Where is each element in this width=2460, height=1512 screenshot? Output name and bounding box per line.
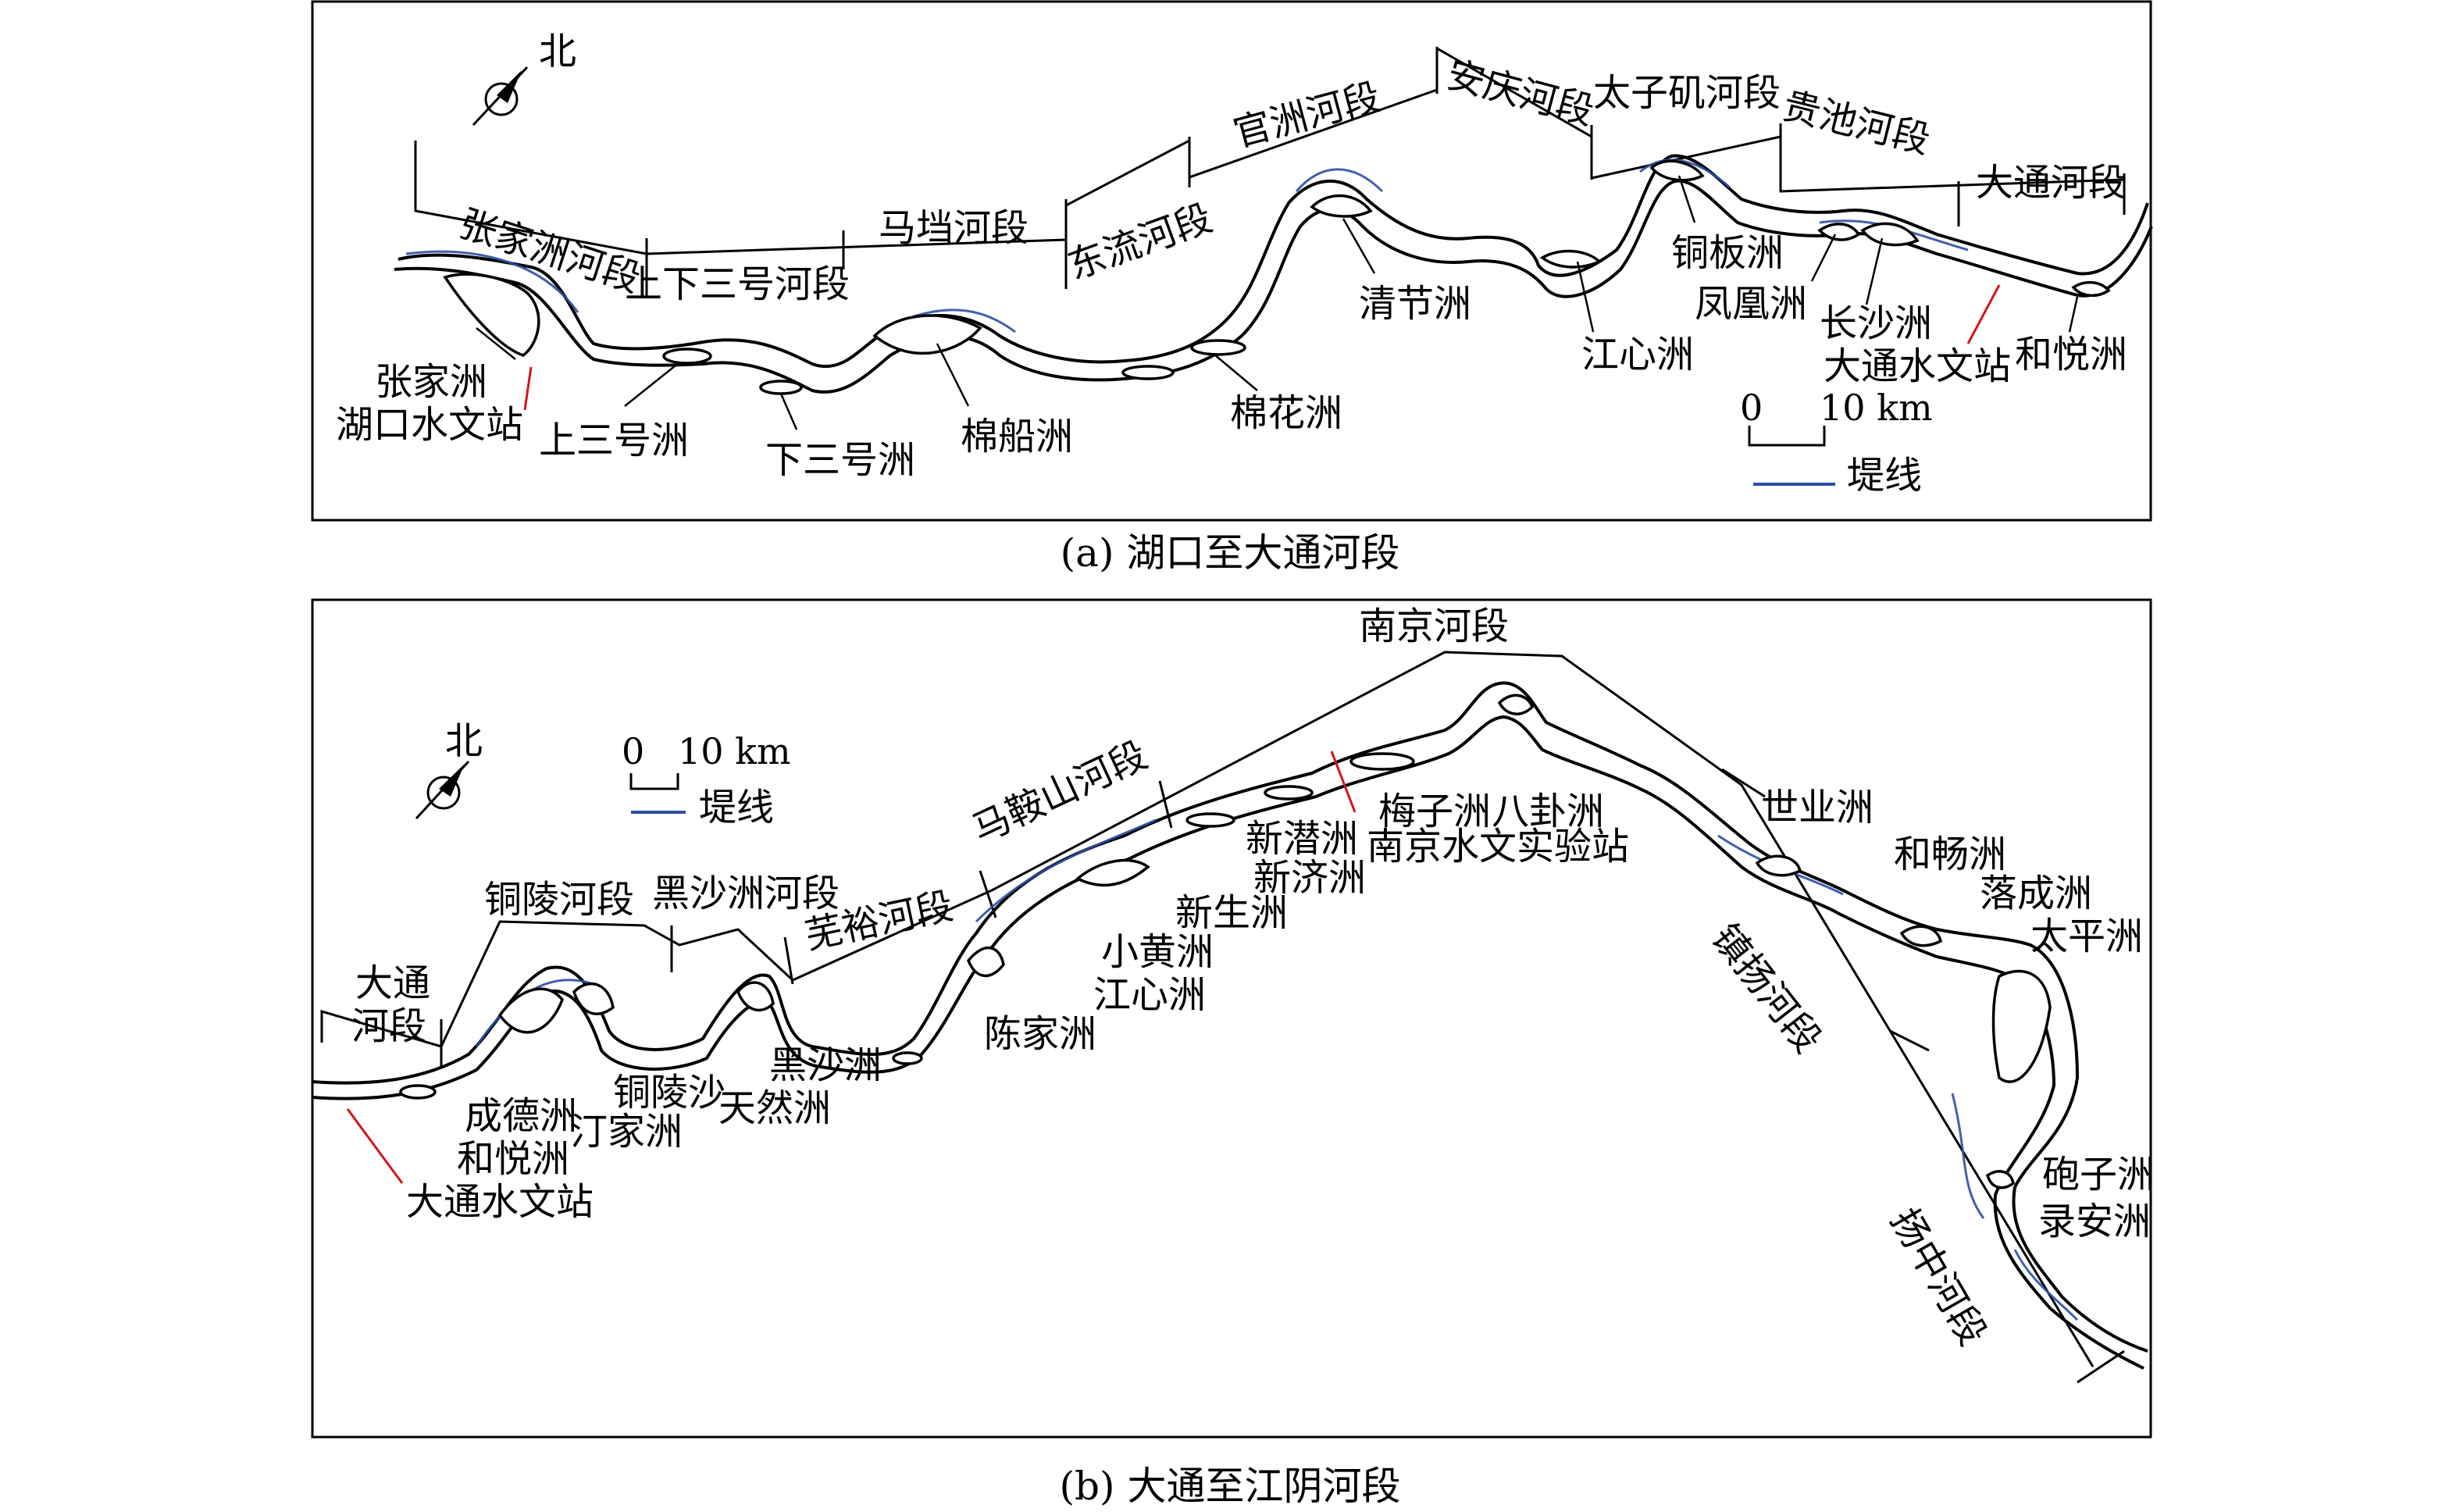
island-label-b-19: 砲子洲 (2042, 1153, 2155, 1196)
panel-b-frame (311, 598, 2152, 1439)
station-label-datong-a: 大通水文站 (1824, 344, 2011, 388)
island-label-a-2: 上三号洲 (539, 419, 689, 462)
island-label-b-1: 成德洲 (465, 1094, 577, 1138)
island-label-b-5: 天然洲 (718, 1086, 831, 1130)
island-label-b-16: 和畅洲 (1894, 833, 2006, 876)
panel-a: 北 (311, 0, 2153, 522)
island-label-b-12: 新潜洲 (1246, 817, 1358, 861)
panel-b: 北 0 10 km 堤线 (311, 598, 2155, 1439)
reach-label-b-3: 铜陵河段 (484, 878, 634, 922)
caption-b: (b) 大通至江阴河段 (1060, 1464, 1401, 1509)
reach-label-a-6: 安庆河段 (1442, 52, 1599, 134)
river-bank-north-b (312, 681, 2148, 1353)
svg-text:10 km: 10 km (678, 730, 791, 772)
island-label-b-7: 陈家洲 (984, 1012, 1096, 1056)
station-marker-datong-b (346, 1108, 404, 1184)
station-label-datong-b: 大通水文站 (406, 1180, 594, 1224)
island-label-a-1: 张家洲 (375, 360, 487, 404)
reach-label-b-7: 南京河段 (1359, 604, 1509, 648)
island-label-a-6: 清节洲 (1359, 282, 1471, 326)
panel-a-frame (311, 0, 2152, 522)
island-label-b-2: 和悦洲 (457, 1137, 569, 1181)
island-label-a-4: 棉船洲 (961, 415, 1073, 458)
reach-label-a-2: 上下三号河段 (625, 262, 850, 306)
island-label-a-8: 铜板洲 (1671, 231, 1784, 275)
legend-a: 堤线 (1753, 454, 1922, 497)
island-label-b-20: 录安洲 (2038, 1200, 2151, 1243)
island-label-b-18: 太平洲 (2030, 915, 2143, 958)
islands-b (399, 694, 2052, 1189)
island-label-b-4: 铜陵沙 (613, 1071, 726, 1114)
river-bank-north (398, 154, 2149, 369)
island-label-b-17: 落成洲 (1980, 872, 2092, 915)
legend-levee-label-b: 堤线 (699, 786, 774, 829)
station-label-nanjing: 南京水文实验站 (1367, 825, 1629, 868)
island-label-a-9: 凤凰洲 (1695, 282, 1807, 326)
island-label-b-6: 黑沙洲 (769, 1043, 882, 1087)
reach-ticks (645, 47, 2126, 297)
scale-bar-a: 0 10 km (1740, 387, 1933, 447)
north-label-b: 北 (445, 719, 483, 763)
island-label-a-7: 江心洲 (1581, 333, 1694, 376)
island-label-b-3: 汀家洲 (570, 1110, 683, 1154)
reach-label-a-3: 马垱河段 (879, 206, 1029, 250)
north-label: 北 (539, 30, 576, 73)
reach-label-a-4: 东流河段 (1062, 196, 1218, 288)
island-label-b-10: 新生洲 (1175, 891, 1288, 935)
island-label-b-11: 新济洲 (1253, 856, 1366, 900)
caption-a: (a) 湖口至大通河段 (1061, 530, 1400, 576)
island-label-a-5: 棉花洲 (1230, 391, 1342, 435)
svg-text:10 km: 10 km (1820, 387, 1933, 429)
reach-label-b-4: 黑沙洲河段 (652, 872, 840, 915)
svg-text:0: 0 (1740, 387, 1763, 429)
station-label-hukou: 湖口水文站 (336, 403, 523, 447)
reach-label-b-8: 镇扬河段 (1703, 916, 1830, 1061)
island-label-b-15: 世业洲 (1761, 786, 1874, 829)
island-label-b-9: 小黄洲 (1101, 930, 1214, 974)
scale-bar-b: 0 10 km (622, 730, 791, 790)
island-label-b-13: 梅子洲 (1378, 790, 1491, 833)
north-arrow-icon-b: 北 (415, 719, 483, 820)
leaders-a (476, 175, 2079, 430)
svg-text:0: 0 (622, 730, 644, 772)
island-label-b-8: 江心洲 (1093, 973, 1206, 1017)
levee-line-a (405, 159, 1969, 333)
reach-label-a-5: 官洲河段 (1229, 75, 1385, 156)
station-marker-nanjing (1330, 751, 1357, 813)
reach-label-a-9: 大通河段 (1976, 161, 2126, 205)
reach-label-b-2: 河段 (351, 1004, 426, 1048)
legend-b: 堤线 (631, 786, 774, 829)
legend-levee-label: 堤线 (1847, 454, 1922, 497)
islands-a (443, 159, 2111, 395)
reach-label-b-9: 扬中河段 (1882, 1201, 1995, 1353)
reach-label-b-1: 大通 (355, 961, 430, 1005)
island-label-a-3: 下三号洲 (765, 438, 915, 482)
reach-label-a-7: 太子矶河段 (1593, 71, 1781, 115)
north-arrow-icon: 北 (472, 30, 576, 127)
island-label-a-10: 长沙洲 (1820, 301, 1932, 345)
reach-label-a-8: 贵池河段 (1778, 84, 1934, 162)
island-label-a-11: 和悦洲 (2015, 333, 2127, 376)
island-label-b-14: 八卦洲 (1492, 790, 1604, 833)
